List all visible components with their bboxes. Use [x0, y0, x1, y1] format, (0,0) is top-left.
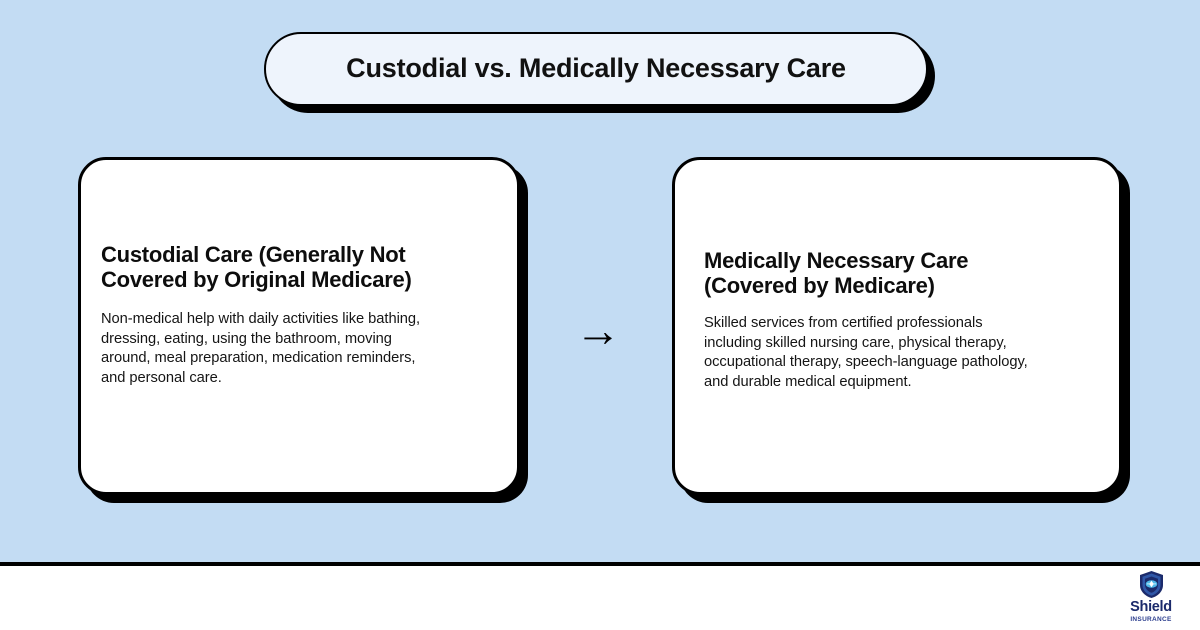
card-medically-necessary-care-heading: Medically Necessary Care (Covered by Med… [704, 248, 969, 299]
main-stage: Custodial vs. Medically Necessary Care C… [0, 0, 1200, 562]
footer-divider [0, 562, 1200, 566]
brand-sub-wordmark: INSURANCE [1130, 615, 1172, 623]
card-custodial-care-heading: Custodial Care (Generally Not Covered by… [101, 242, 412, 293]
card-medically-necessary-care-body: Skilled services from certified professi… [704, 315, 1028, 390]
card-medically-necessary-care: Medically Necessary Care (Covered by Med… [672, 157, 1122, 495]
card-custodial-care: Custodial Care (Generally Not Covered by… [78, 157, 520, 495]
page-title: Custodial vs. Medically Necessary Care [346, 53, 846, 84]
card-custodial-care-body: Non-medical help with daily activities l… [101, 311, 421, 386]
shield-icon [1139, 571, 1163, 598]
arrow-right-icon: → [575, 304, 621, 356]
brand-wordmark: Shield [1130, 599, 1172, 615]
footer: Shield INSURANCE [0, 566, 1200, 630]
brand-logo: Shield INSURANCE [1120, 570, 1182, 630]
card-custodial-care-content: Custodial Care (Generally Not Covered by… [81, 242, 517, 388]
title-pill: Custodial vs. Medically Necessary Care [264, 32, 928, 106]
card-medically-necessary-care-content: Medically Necessary Care (Covered by Med… [675, 248, 1119, 392]
